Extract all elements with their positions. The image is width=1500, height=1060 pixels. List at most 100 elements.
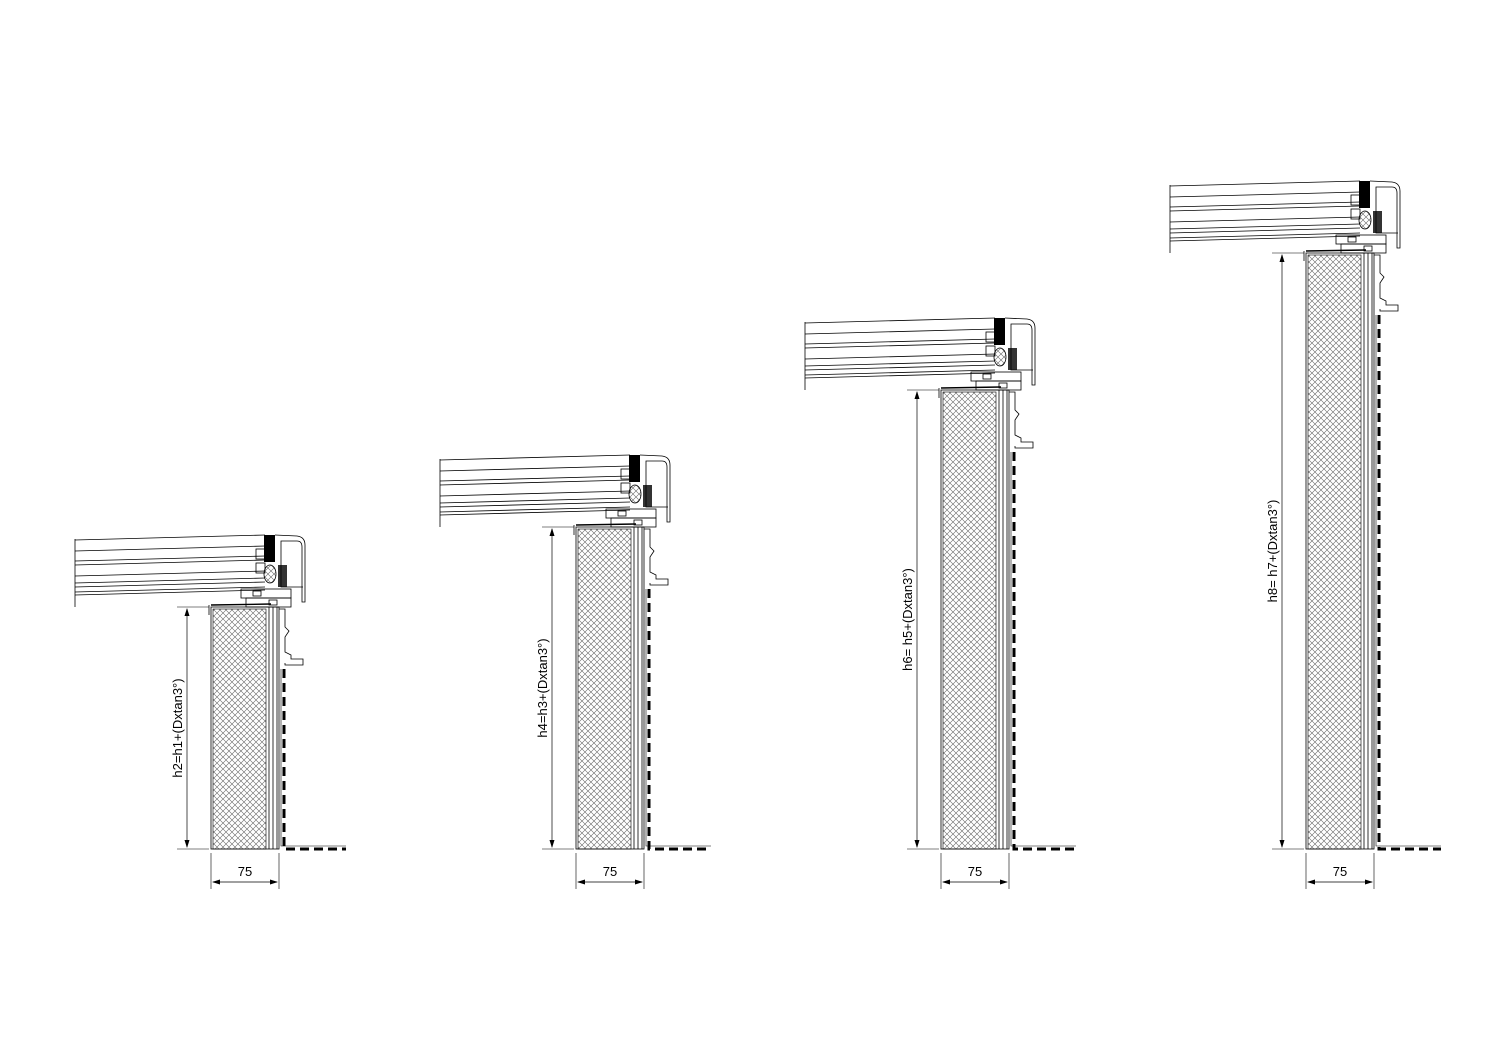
roof-membrane — [1377, 315, 1441, 851]
spacer — [255, 548, 266, 560]
insulation-core — [1307, 254, 1362, 850]
glazing-line — [74, 545, 266, 552]
seal-block — [994, 318, 1005, 345]
spacer — [255, 562, 266, 574]
frame-base — [1305, 249, 1367, 252]
glazing-line — [439, 454, 631, 461]
glazing-line — [804, 338, 996, 345]
height-dimension-label: h4=h3+(Dxtan3°) — [535, 638, 550, 737]
glazing-line — [74, 559, 266, 566]
frame-base — [210, 603, 272, 606]
glazing-line — [1169, 235, 1361, 242]
glazing-line — [439, 465, 631, 472]
frame-cell — [617, 510, 627, 517]
seal-block — [1359, 181, 1370, 208]
membrane-edge — [1010, 452, 1076, 847]
frame-cell — [633, 519, 643, 526]
glazing-line — [1169, 223, 1361, 230]
roof-membrane — [647, 589, 711, 851]
frame-cell — [998, 382, 1008, 389]
frame-base — [940, 386, 1002, 389]
glazing-line — [1169, 201, 1361, 208]
cap-profile — [274, 534, 306, 603]
frame-chamber — [975, 380, 1022, 391]
cap-profile — [1004, 317, 1036, 386]
frame-cell — [1347, 236, 1357, 243]
glazing-line — [1169, 227, 1361, 234]
glazing-panel — [439, 454, 631, 527]
spacer — [1350, 194, 1361, 206]
frame-chamber — [245, 597, 292, 608]
brush-seal — [1008, 348, 1017, 370]
glazing-line — [1169, 205, 1361, 212]
glazing-line — [439, 490, 631, 497]
width-dimension-label: 75 — [238, 864, 252, 879]
insulation-core — [212, 608, 267, 850]
gasket — [1358, 210, 1372, 230]
width-dimension-label: 75 — [1333, 864, 1347, 879]
section-detail-2: h4=h3+(Dxtan3°) 75 — [439, 454, 711, 889]
glazing-line — [439, 506, 631, 513]
glazing-line — [804, 364, 996, 371]
brush-seal — [643, 485, 652, 507]
glazing-line — [804, 360, 996, 367]
spacer — [620, 482, 631, 494]
frame-cell — [982, 373, 992, 380]
glazing-line — [1169, 216, 1361, 223]
glazing-line — [804, 369, 996, 376]
membrane-edge — [1375, 315, 1441, 847]
glazing-line — [1169, 180, 1361, 187]
spacer — [1350, 208, 1361, 220]
seal-block — [264, 535, 275, 562]
gasket — [263, 564, 277, 584]
insulation-core — [577, 528, 632, 850]
brush-seal — [1373, 211, 1382, 233]
height-dimension-label: h6= h5+(Dxtan3°) — [900, 568, 915, 671]
section-detail-1: h2=h1+(Dxtan3°)75 — [74, 534, 346, 889]
mounting-bracket — [1374, 254, 1399, 312]
mounting-bracket — [644, 528, 669, 586]
glazing-line — [804, 342, 996, 349]
glazing-line — [439, 497, 631, 504]
glazing-line — [439, 509, 631, 516]
frame-cell — [252, 590, 262, 597]
mounting-bracket — [1009, 391, 1034, 449]
membrane-edge — [280, 669, 346, 847]
section-detail-4: h8= h7+(Dxtan3°) 75 — [1169, 180, 1441, 889]
roof-membrane — [1012, 452, 1076, 851]
frame-chamber — [1340, 243, 1387, 254]
height-dimension-label: h8= h7+(Dxtan3°) — [1265, 500, 1280, 603]
glazing-line — [804, 317, 996, 324]
width-dimension-label: 75 — [968, 864, 982, 879]
cap-profile — [1369, 180, 1401, 249]
cap-profile — [639, 454, 671, 523]
glazing-line — [74, 570, 266, 577]
width-dimension-label: 75 — [603, 864, 617, 879]
spacer — [985, 331, 996, 343]
frame-chamber — [610, 517, 657, 528]
glazing-line — [1169, 232, 1361, 239]
glazing-line — [804, 328, 996, 335]
membrane-edge — [645, 589, 711, 847]
frame-cell — [268, 599, 278, 606]
glazing-line — [1169, 191, 1361, 198]
glazing-panel — [804, 317, 996, 390]
glazing-line — [74, 589, 266, 596]
section-detail-3: h6= h5+(Dxtan3°) 75 — [804, 317, 1076, 889]
glazing-line — [439, 479, 631, 486]
insulation-core — [942, 391, 997, 850]
spacer — [620, 468, 631, 480]
glazing-panel — [74, 534, 266, 607]
glazing-line — [804, 372, 996, 379]
glazing-line — [439, 475, 631, 482]
frame-base — [575, 523, 637, 526]
glazing-line — [74, 577, 266, 584]
seal-block — [629, 455, 640, 482]
spacer — [985, 345, 996, 357]
glazing-line — [439, 501, 631, 508]
glazing-line — [74, 534, 266, 541]
mounting-bracket — [279, 608, 304, 666]
roof-membrane — [282, 669, 346, 851]
gasket — [993, 347, 1007, 367]
